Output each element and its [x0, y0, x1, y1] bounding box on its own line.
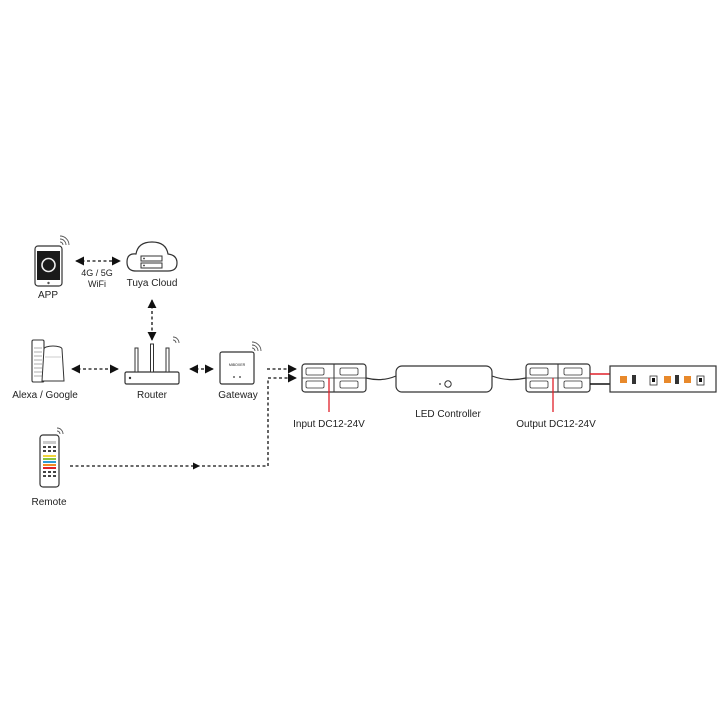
- output-label: Output DC12-24V: [516, 419, 596, 430]
- alexa-echo-icon: [31, 339, 45, 383]
- led-chip-3: [684, 376, 691, 383]
- cloud-icon: [126, 241, 178, 272]
- router-icon: [124, 343, 180, 385]
- remote-color-3: [43, 461, 56, 463]
- remote-color-4: [43, 464, 56, 466]
- controller-label: LED Controller: [415, 409, 481, 420]
- remote-label: Remote: [31, 497, 66, 508]
- remote-input-link: [70, 373, 297, 467]
- input-connector-icon: [301, 363, 367, 393]
- remote-color-5: [43, 467, 56, 469]
- input-label: Input DC12-24V: [293, 419, 365, 430]
- remote-color-1: [43, 455, 56, 457]
- remote-mid-arrow: [193, 462, 200, 470]
- led-chip-1: [620, 376, 627, 383]
- gateway-brand-text: MiBOXER: [229, 363, 246, 367]
- output-connector-icon: [525, 363, 591, 393]
- app-phone-icon: [34, 245, 63, 287]
- remote-color-2: [43, 458, 56, 460]
- alexa-label: Alexa / Google: [12, 390, 78, 401]
- led-controller-icon: [395, 365, 493, 393]
- led-strip-icon: [609, 365, 717, 393]
- app-wifi-icon: [59, 235, 70, 246]
- input-cable: [365, 375, 397, 381]
- remote-wifi-icon: [56, 427, 64, 435]
- output-cable: [491, 375, 527, 381]
- link-wifi-label: WiFi: [88, 279, 106, 289]
- google-home-icon: [41, 345, 65, 382]
- gateway-wifi-icon: [251, 341, 262, 352]
- router-wifi-icon: [172, 336, 180, 344]
- link-type-label: 4G / 5G: [81, 268, 113, 278]
- router-label: Router: [137, 390, 168, 401]
- remote-icon: [39, 434, 60, 488]
- app-label: APP: [38, 290, 58, 301]
- gateway-icon: MiBOXER: [219, 351, 255, 385]
- gateway-label: Gateway: [218, 390, 257, 401]
- cloud-label: Tuya Cloud: [127, 278, 178, 289]
- led-chip-2: [664, 376, 671, 383]
